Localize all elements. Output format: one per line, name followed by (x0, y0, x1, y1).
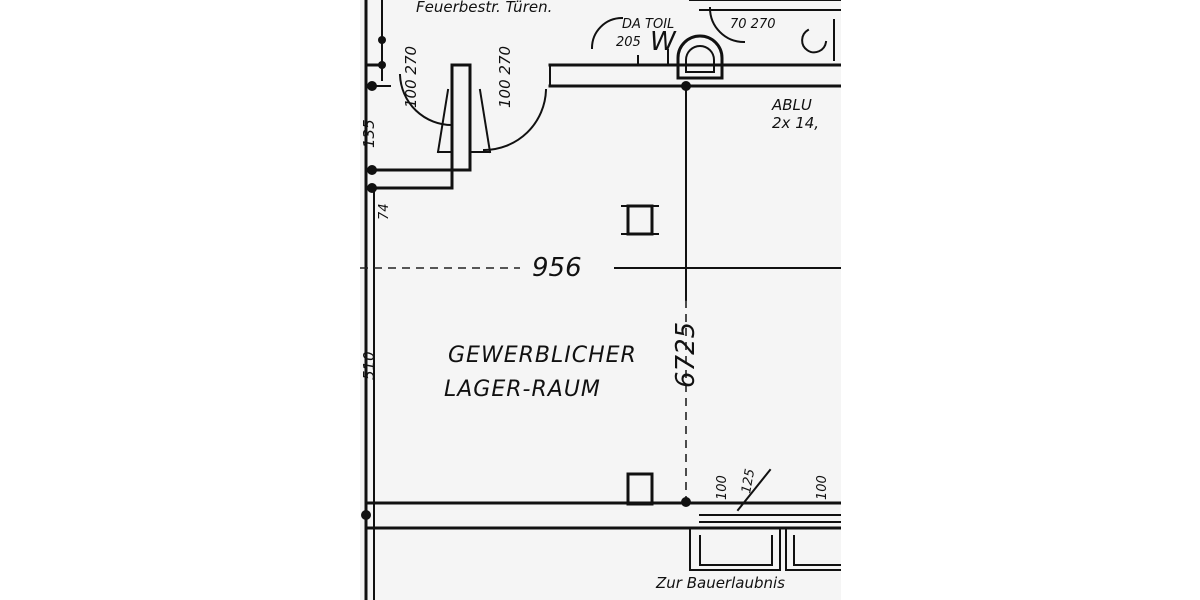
bottom-note: Zur Bauerlaubnis (655, 574, 785, 592)
left-dim-top: 135 (360, 119, 378, 148)
left-dot-3 (367, 183, 377, 193)
room-name-line-1: GEWERBLICHER (448, 343, 637, 368)
width-dimension: 956 (532, 253, 582, 283)
wc-label-2: 205 (616, 35, 641, 50)
wc-label-3: W (650, 27, 677, 57)
lower-niche-1-inner (699, 535, 773, 566)
left-dot-2 (367, 165, 377, 175)
left-dot-1 (367, 81, 377, 91)
ablu-sub: 2x 14, (772, 114, 819, 132)
left-dim-small: 74 (377, 203, 392, 220)
lower-niche-2 (785, 527, 841, 571)
room-name-line-2: LAGER-RAUM (444, 377, 601, 402)
floor-plan: Feuerbestr. Türen. DA TOIL 205 W 70 270 … (360, 0, 841, 600)
left-dim-mid: 510 (360, 351, 378, 380)
height-dimension: 6725 (671, 322, 701, 388)
top-dim-right: 70 270 (730, 17, 776, 32)
bottom-dim-3: 100 (815, 475, 830, 500)
sink (801, 28, 828, 54)
bottom-column (626, 472, 654, 506)
bottom-dim-diagonal (736, 468, 772, 512)
wc-door-swing-right (708, 6, 746, 44)
lower-niche-1 (689, 527, 781, 571)
left-dot-top-2 (378, 61, 386, 69)
door-swing-right (482, 88, 548, 152)
bottom-dim-2: 125 (739, 468, 758, 495)
left-dot-top (378, 36, 386, 44)
door-leaf-right (478, 88, 492, 154)
bottom-dim-1: 100 (715, 475, 730, 500)
junction-dot-top (681, 81, 691, 91)
toilet-bowl (676, 34, 724, 80)
door-dim-left: 100 270 (402, 46, 420, 108)
toilet-bowl-inner (685, 45, 715, 73)
floor-plan-drawing: Feuerbestr. Türen. DA TOIL 205 W 70 270 … (360, 0, 841, 600)
lower-niche-2-inner (793, 535, 841, 566)
wc-label-1: DA TOIL (622, 17, 674, 32)
door-leaf-left (436, 88, 450, 154)
door-dim-right: 100 270 (496, 46, 514, 108)
top-note: Feuerbestr. Türen. (416, 0, 552, 16)
left-dot-4 (361, 510, 371, 520)
column-symbol (626, 204, 654, 236)
wc-door-swing (590, 16, 624, 50)
ablu-label: ABLU (771, 96, 812, 114)
